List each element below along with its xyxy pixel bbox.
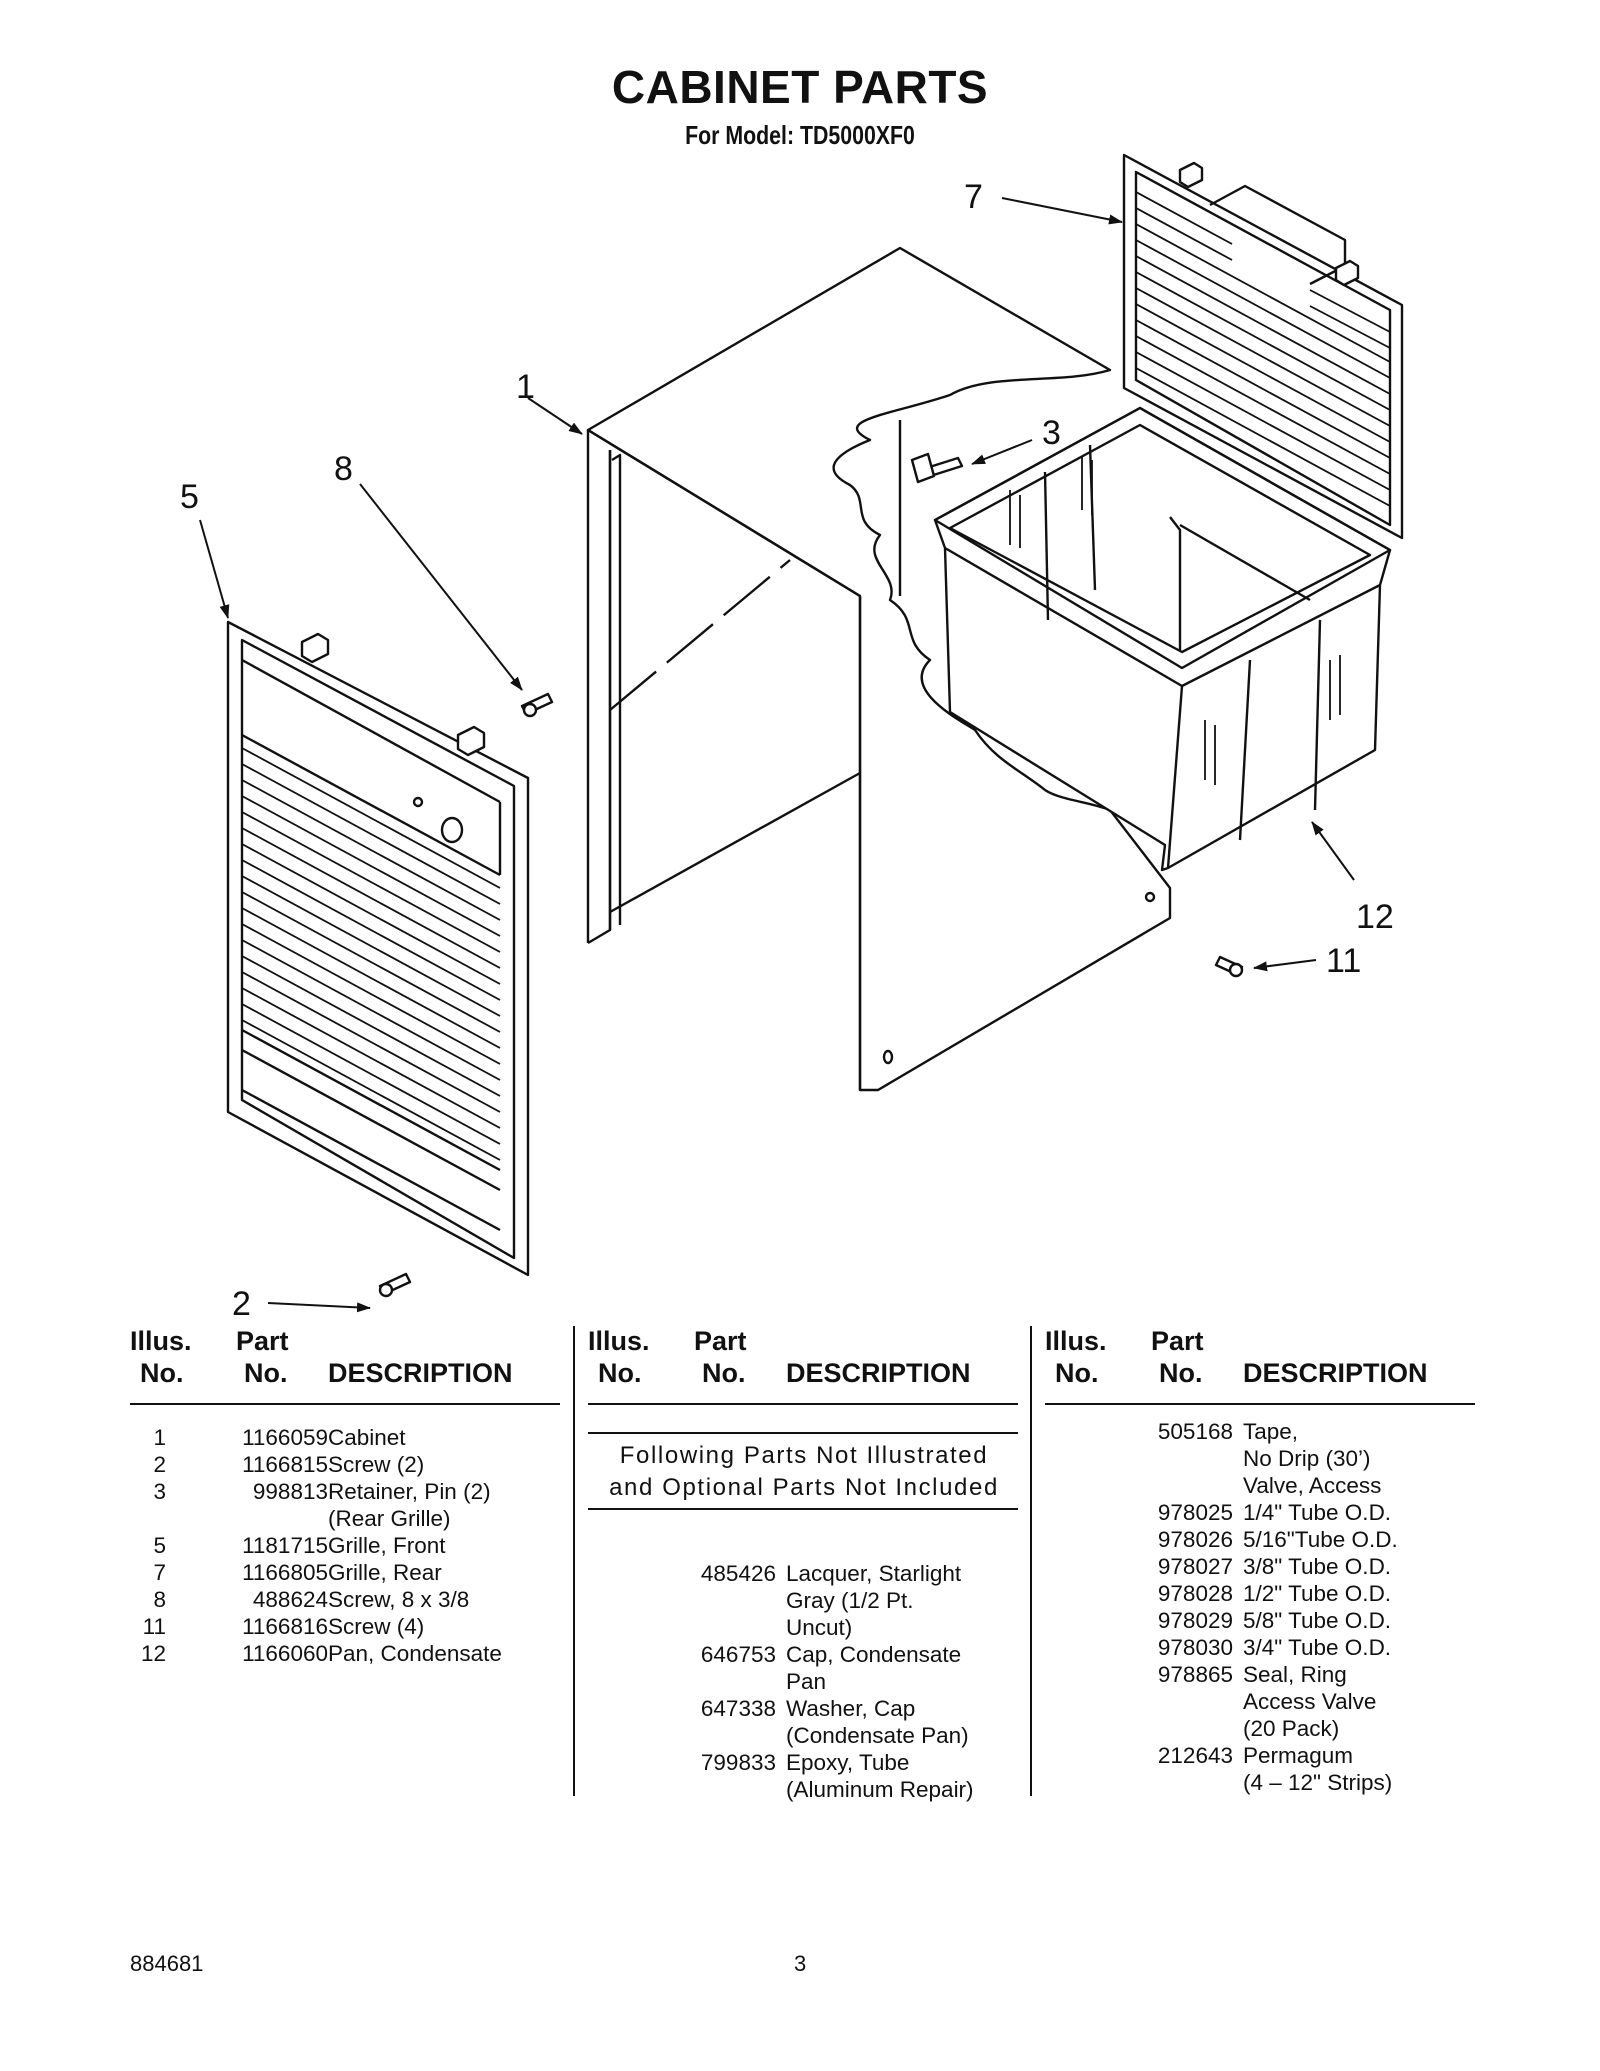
parts-table-column-2: Illus. No. Part No. DESCRIPTION [588,1326,990,1404]
callout-3: 3 [1042,414,1061,452]
callout-7: 7 [964,178,983,216]
table-header: Illus. No. Part No. DESCRIPTION [1045,1326,1428,1388]
callout-labels: 1 2 3 5 7 8 11 12 [180,178,1394,1320]
exploded-parts-diagram: 1 2 3 5 7 8 11 12 [180,153,1404,1320]
page-number: 3 [794,1951,807,1976]
screw-11-part [1214,955,1244,978]
not-illustrated-notice: Following Parts Not Illustrated and Opti… [609,1442,999,1501]
screw-2-part [378,1272,412,1298]
page-title: CABINET PARTS [611,61,989,113]
table-header: Illus. No. Part No. DESCRIPTION [130,1326,532,1404]
callout-12: 12 [1356,898,1394,936]
rear-grille-part [1122,153,1404,540]
model-subtitle: For Model: TD5000XF0 [685,120,915,150]
callout-11: 11 [1326,942,1361,980]
document-number: 884681 [130,1951,204,1976]
front-grille-part [226,620,530,1277]
callout-8: 8 [334,450,353,488]
column-divider-2 [1030,1326,1032,1796]
header-part: Part [236,1326,289,1356]
header-part-no: No. [244,1358,288,1388]
header-rule [588,1403,1018,1405]
callout-2: 2 [232,1285,251,1320]
screw-8-part [520,692,554,718]
callout-5: 5 [180,478,199,516]
header-illus: Illus. [130,1326,192,1356]
header-rule [130,1403,560,1405]
condensate-pan-part [933,406,1392,872]
retainer-pin-3-part [910,452,964,484]
parts-table-column-1: Illus. No. Part No. DESCRIPTION [130,1326,532,1404]
parts-table-column-3: Illus. No. Part No. DESCRIPTION [1045,1326,1465,1404]
notice-bottom-rule [588,1508,1018,1510]
callout-leaders [199,197,1355,1313]
header-rule [1045,1403,1475,1405]
header-illus-no: No. [140,1358,184,1388]
table-header: Illus. No. Part No. DESCRIPTION [588,1326,971,1388]
callout-1: 1 [516,368,535,406]
notice-top-rule [588,1432,1018,1434]
cabinet-part [586,246,1172,1092]
header-description: DESCRIPTION [328,1358,513,1388]
column-divider-1 [573,1326,575,1796]
